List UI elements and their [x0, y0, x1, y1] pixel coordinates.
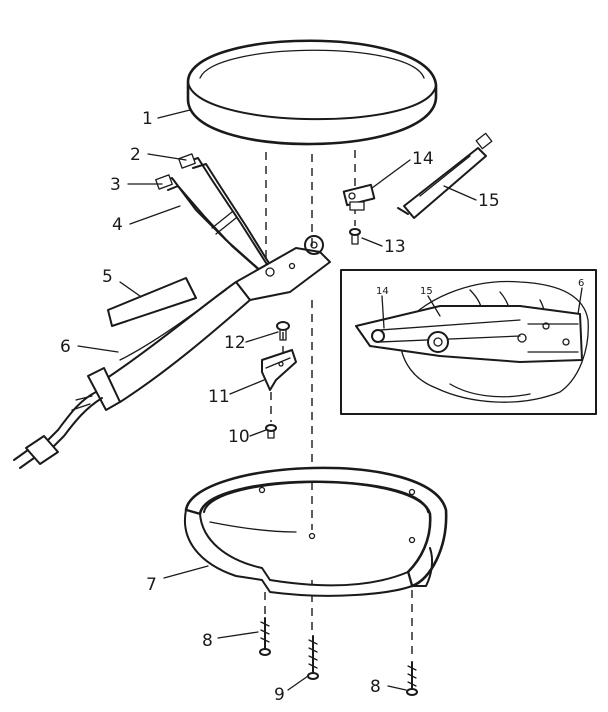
label-3: 3: [110, 175, 121, 195]
screw-8-right: [406, 661, 418, 696]
label-1: 1: [142, 109, 153, 129]
inset-label-14: 14: [376, 286, 389, 297]
label-4: 4: [112, 215, 123, 235]
assembly-guide-lines: [264, 150, 413, 660]
thermostat-14: [342, 183, 376, 211]
label-11: 11: [208, 387, 230, 407]
leads-and-sleeves: [155, 153, 273, 277]
screw-12: [276, 321, 290, 341]
label-8-left: 8: [202, 631, 213, 651]
label-2: 2: [130, 145, 141, 165]
callout-leaders: [77, 109, 477, 691]
insulator-part: [107, 277, 197, 327]
label-5: 5: [102, 267, 113, 287]
base-part: [183, 466, 448, 597]
label-7: 7: [146, 575, 157, 595]
inset-detail: 14 15 6: [340, 269, 597, 415]
label-9: 9: [274, 685, 285, 705]
cover-part: [186, 39, 438, 146]
callout-labels: 1 2 3 4 5 6 7 8 8 9 10 11 12 13 14 15: [60, 109, 500, 705]
label-12: 12: [224, 333, 246, 353]
screw-8-left: [259, 617, 271, 656]
screw-9: [307, 635, 319, 680]
label-15: 15: [478, 191, 500, 211]
label-13: 13: [384, 237, 406, 257]
screw-13: [349, 228, 361, 245]
inset-label-15: 15: [420, 286, 433, 297]
label-6: 6: [60, 337, 71, 357]
screw-10: [265, 424, 277, 439]
label-8-right: 8: [370, 677, 381, 697]
bracket-11: [261, 349, 297, 391]
label-10: 10: [228, 427, 250, 447]
inset-label-6: 6: [578, 278, 584, 289]
handle-cord-part: [13, 235, 331, 469]
heating-element-lead-15: [397, 132, 493, 219]
label-14: 14: [412, 149, 434, 169]
